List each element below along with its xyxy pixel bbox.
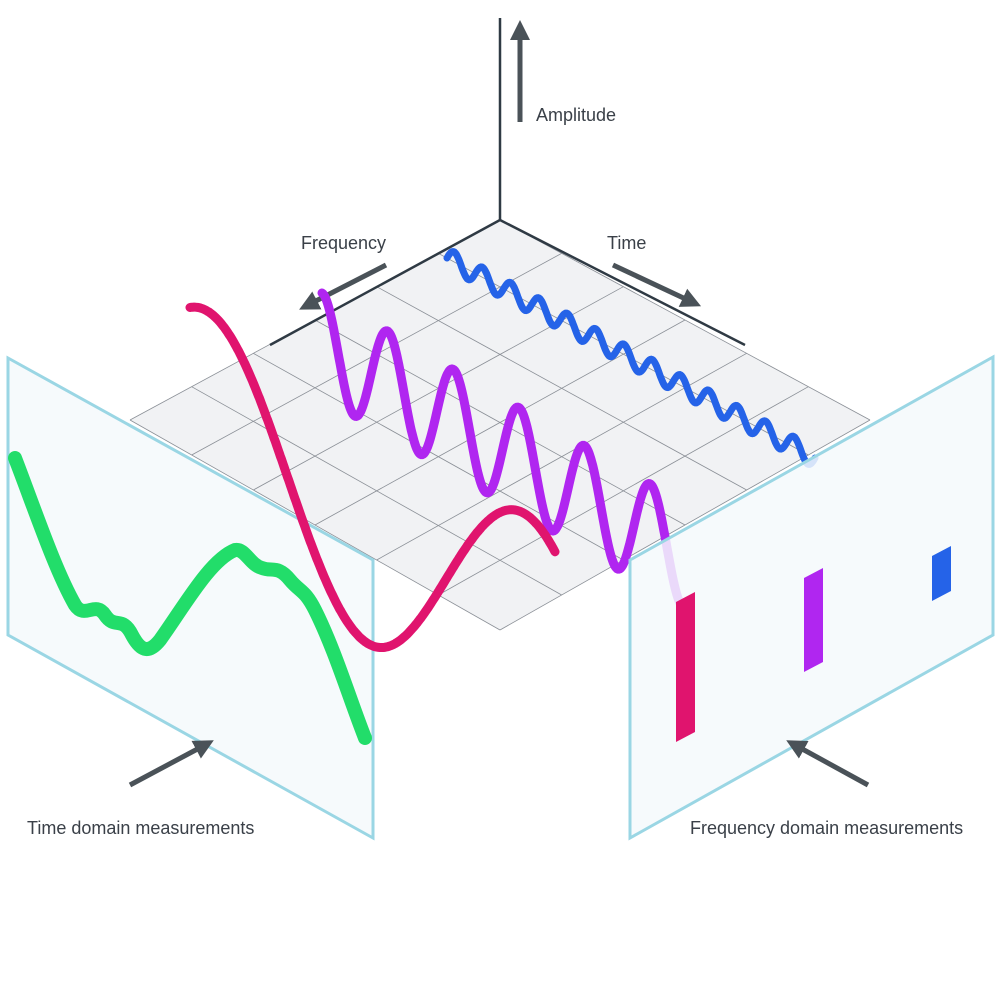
grid-floor [130, 220, 870, 630]
purple-mid-frequency-wave [317, 288, 688, 612]
frequency-domain-arrow-icon [786, 740, 870, 788]
blue-frequency-bar [932, 546, 951, 601]
frequency-axis [269, 218, 501, 347]
pink-low-frequency-wave [185, 302, 560, 652]
green-time-domain-signal [8, 451, 372, 745]
time-domain-label: Time domain measurements [27, 818, 255, 838]
amplitude-label: Amplitude [536, 105, 617, 125]
blue-high-frequency-wave [443, 248, 819, 468]
frequency-domain-label: Frequency domain measurements [690, 818, 964, 838]
time-arrow-icon [611, 262, 702, 307]
grid-line [499, 419, 871, 631]
pink-frequency-bar [676, 592, 695, 742]
time-domain-arrow-icon [128, 740, 214, 788]
frequency-label: Frequency [301, 233, 387, 253]
time-axis [499, 218, 746, 347]
time-label: Time [607, 233, 647, 253]
purple-frequency-bar [804, 568, 823, 672]
